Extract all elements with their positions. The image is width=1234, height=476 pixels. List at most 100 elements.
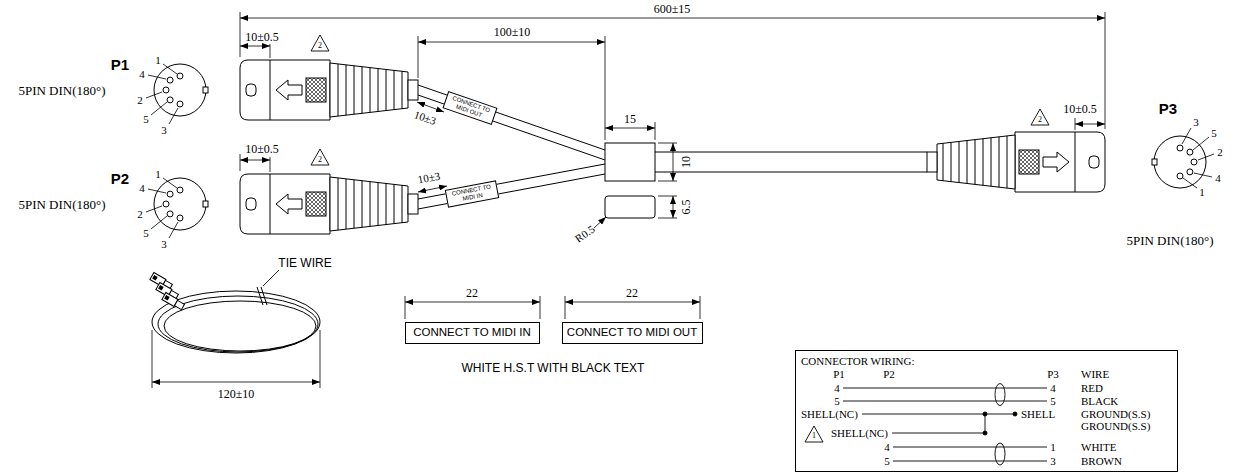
pin-number: 2 (137, 209, 143, 220)
dimension: 120±10 (218, 388, 255, 400)
extension-line (565, 296, 566, 319)
cable-coil (164, 301, 316, 351)
heat-shrink-sleeve: CONNECT TO MIDI IN (445, 180, 499, 207)
cable-line (655, 152, 927, 153)
revision-mark: 2 (318, 42, 322, 50)
pin-number: 4 (139, 183, 145, 194)
dimension: 10±3 (417, 171, 441, 186)
din-plug (240, 174, 418, 234)
table-cell: SHELL (1021, 409, 1055, 420)
dimension-line (405, 302, 540, 303)
cable-coil (158, 296, 318, 352)
table-cell: P1 (833, 369, 845, 380)
pin-number: 2 (1217, 147, 1223, 158)
table-cell: SHELL(NC) (831, 428, 888, 439)
extension-line (320, 330, 321, 388)
cable-coil (152, 291, 320, 353)
dimension-line (1075, 124, 1105, 125)
dimension-line (240, 18, 1105, 19)
junction-dot (983, 412, 987, 416)
revision-triangles (311, 35, 1049, 442)
sleeve-text: CONNECT TO MIDI OUT (447, 94, 493, 121)
table-cell: 5 (1050, 396, 1056, 407)
wire (893, 461, 1047, 462)
pin-number: 1 (155, 55, 161, 66)
pin-face (146, 178, 208, 238)
table-cell: 4 (884, 442, 890, 453)
dimension-line (418, 42, 605, 43)
tie-wire (261, 287, 267, 305)
extension-line (270, 157, 271, 172)
dimension: 6.5 (680, 200, 692, 215)
din-plug (240, 60, 418, 120)
connector-type: 5PIN DIN(180°) (18, 198, 105, 211)
dimension: 10±0.5 (245, 143, 279, 155)
extension-line (240, 12, 241, 57)
cable-line (418, 85, 605, 150)
extension-line (405, 296, 406, 319)
table-cell: 4 (834, 383, 840, 394)
din-plug (927, 132, 1105, 192)
connector-type: 5PIN DIN(180°) (1126, 234, 1213, 247)
wire (843, 388, 1047, 389)
mini-plug (162, 293, 185, 311)
dimension: 10±3 (413, 109, 438, 127)
wire (843, 401, 1047, 402)
splitter-boot-side (605, 196, 655, 218)
extension-line (152, 330, 153, 388)
dimension: 600±15 (654, 3, 691, 15)
revision-mark: 2 (1038, 116, 1042, 124)
pin-number: 3 (1193, 117, 1199, 128)
pin-number: 5 (143, 114, 149, 125)
table-cell: 4 (1050, 383, 1056, 394)
extension-line (418, 36, 419, 78)
leader-line (594, 217, 606, 228)
cable-line (655, 172, 927, 173)
revision-mark: 2 (318, 156, 322, 164)
dimension: 22 (466, 287, 478, 299)
pin-number: 4 (1215, 173, 1221, 184)
connector-name: P3 (1159, 101, 1177, 116)
twisted-pair-mark (995, 443, 1005, 465)
revision-triangle (311, 35, 329, 51)
note-text: WHITE H.S.T WITH BLACK TEXT (462, 362, 645, 374)
wire (985, 414, 986, 433)
table-cell: CONNECTOR WIRING: (801, 356, 915, 367)
sleeve-label-box: CONNECT TO MIDI OUT (562, 322, 703, 344)
extension-line (700, 296, 701, 319)
table-cell: P2 (883, 369, 895, 380)
dimension: R0.5 (573, 223, 597, 244)
dimension: 10±0.5 (1063, 103, 1097, 115)
extension-line (1105, 12, 1106, 129)
extension-line (658, 181, 677, 182)
pin-number: 1 (1199, 187, 1205, 198)
extension-line (1075, 118, 1076, 130)
extension-line (658, 196, 677, 197)
table-cell: GROUND(S.S) (1081, 409, 1150, 420)
dimension-line (240, 160, 270, 161)
pin-number: 2 (137, 95, 143, 106)
extension-line (240, 154, 241, 171)
table-cell: 5 (884, 456, 890, 467)
dimension-line (565, 302, 700, 303)
junction-dot (1013, 412, 1017, 416)
wire (862, 414, 1015, 415)
dimension: 10±0.5 (245, 31, 279, 43)
connector-type: 5PIN DIN(180°) (18, 84, 105, 97)
wiring-schematic (843, 384, 1047, 466)
revision-triangle (1031, 109, 1049, 125)
dimension-line (605, 128, 655, 129)
pin-number: 1 (155, 169, 161, 180)
table-cell: 3 (1050, 456, 1056, 467)
connector-name: P1 (111, 57, 129, 72)
leader-line (263, 270, 279, 286)
extension-line (540, 296, 541, 319)
dimension-line (673, 143, 674, 181)
table-cell: RED (1081, 383, 1103, 394)
table-cell: BROWN (1081, 456, 1122, 467)
twisted-pair-mark (995, 384, 1005, 406)
table-cell: 5 (834, 396, 840, 407)
pin-number: 5 (143, 228, 149, 239)
extension-line (658, 143, 677, 144)
